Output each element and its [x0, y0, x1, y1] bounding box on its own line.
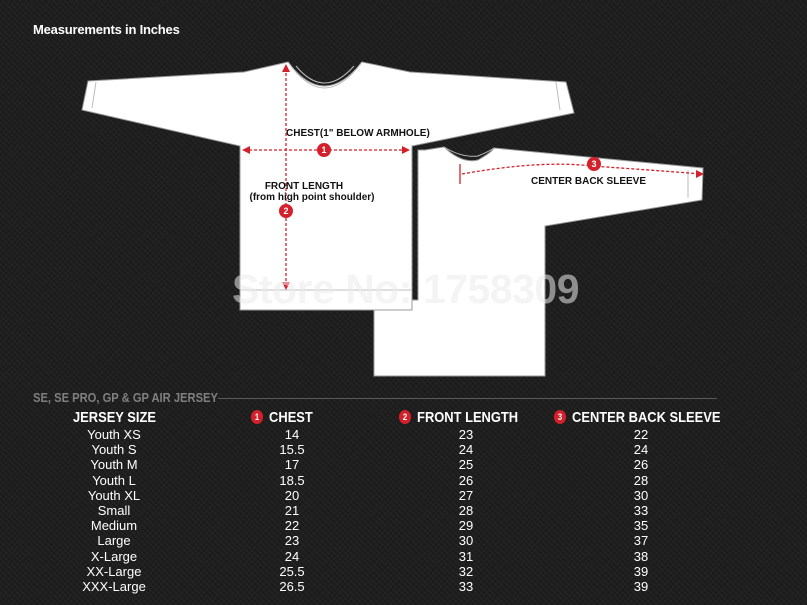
size-column: Youth XS Youth S Youth M Youth L Youth X… [64, 427, 164, 594]
table-cell: X-Large [90, 548, 138, 564]
table-cell: 22 [633, 427, 649, 442]
table-cell: 38 [633, 548, 649, 564]
front-length-column: 23 24 25 26 27 28 29 30 31 32 33 [426, 427, 506, 594]
jersey-diagram: 1 2 3 [81, 61, 704, 377]
back-jersey-shape [373, 146, 704, 377]
table-cell: 23 [284, 533, 300, 549]
table-cell: 26 [633, 457, 649, 473]
table-cell: 18.5 [279, 472, 305, 488]
header-center-back-sleeve: 3 CENTER BACK SLEEVE [554, 409, 720, 427]
chest-label: CHEST(1" BELOW ARMHOLE) [286, 128, 430, 139]
header-jersey-size: JERSEY SIZE [73, 409, 156, 426]
table-cell: Medium [90, 518, 138, 534]
section-title: SE, SE PRO, GP & GP AIR JERSEY [33, 390, 218, 405]
table-cell: 30 [633, 487, 649, 503]
table-cell: 33 [458, 578, 474, 594]
center-back-sleeve-column: 22 24 26 28 30 33 35 37 38 39 39 [601, 427, 681, 594]
table-cell: 33 [633, 502, 649, 518]
marker-2-number: 2 [283, 206, 288, 216]
header-front-length: 2 FRONT LENGTH [399, 409, 518, 427]
marker-2 [279, 204, 293, 218]
table-cell: 24 [284, 548, 300, 564]
table-cell: 39 [633, 563, 649, 579]
table-cell: 14 [284, 427, 300, 442]
marker-1-number: 1 [321, 145, 326, 155]
center-back-sleeve-label: CENTER BACK SLEEVE [531, 176, 647, 187]
table-cell: 23 [458, 427, 474, 442]
sleeve-number-badge: 3 [554, 410, 567, 424]
table-cell: 28 [458, 502, 474, 518]
table-cell: Small [97, 502, 131, 518]
table-cell: Large [97, 533, 131, 549]
header-chest: 1 CHEST [251, 409, 313, 427]
table-cell: 31 [458, 548, 474, 564]
table-cell: 27 [458, 487, 474, 503]
front-number-badge: 2 [399, 410, 412, 424]
header-front-length-label: FRONT LENGTH [417, 409, 519, 426]
table-cell: 24 [458, 442, 474, 458]
header-chest-label: CHEST [269, 409, 313, 426]
table-cell: XXX-Large [82, 578, 146, 594]
table-cell: Youth XL [87, 487, 141, 503]
table-cell: 20 [284, 487, 300, 503]
table-cell: 26.5 [279, 578, 305, 594]
table-cell: 22 [284, 518, 300, 534]
table-cell: 37 [633, 533, 649, 549]
table-cell: 35 [633, 518, 649, 534]
table-cell: Youth M [90, 457, 138, 473]
chest-column: 14 15.5 17 18.5 20 21 22 23 24 25.5 26.5 [252, 427, 332, 594]
front-length-sublabel: (from high point shoulder) [249, 192, 375, 203]
table-cell: 28 [633, 472, 649, 488]
marker-3 [587, 157, 601, 171]
page-heading: Measurements in Inches [33, 22, 180, 37]
store-watermark: Store No: 1758309 [232, 266, 580, 312]
table-cell: Youth XS [87, 427, 141, 442]
table-cell: XX-Large [86, 563, 142, 579]
table-cell: 25.5 [279, 563, 305, 579]
table-cell: Youth L [92, 472, 136, 488]
table-cell: 25 [458, 457, 474, 473]
front-length-label: FRONT LENGTH [264, 181, 344, 192]
table-cell: 26 [458, 472, 474, 488]
section-divider [218, 398, 717, 399]
marker-3-number: 3 [591, 159, 596, 169]
table-cell: Youth S [91, 442, 137, 458]
table-cell: 30 [458, 533, 474, 549]
table-cell: 21 [284, 502, 300, 518]
table-cell: 39 [633, 578, 649, 594]
table-cell: 29 [458, 518, 474, 534]
table-cell: 32 [458, 563, 474, 579]
table-cell: 24 [633, 442, 649, 458]
chest-number-badge: 1 [251, 410, 264, 424]
table-cell: 17 [284, 457, 300, 473]
marker-1 [317, 143, 331, 157]
header-center-back-sleeve-label: CENTER BACK SLEEVE [572, 409, 721, 426]
table-cell: 15.5 [279, 442, 305, 458]
